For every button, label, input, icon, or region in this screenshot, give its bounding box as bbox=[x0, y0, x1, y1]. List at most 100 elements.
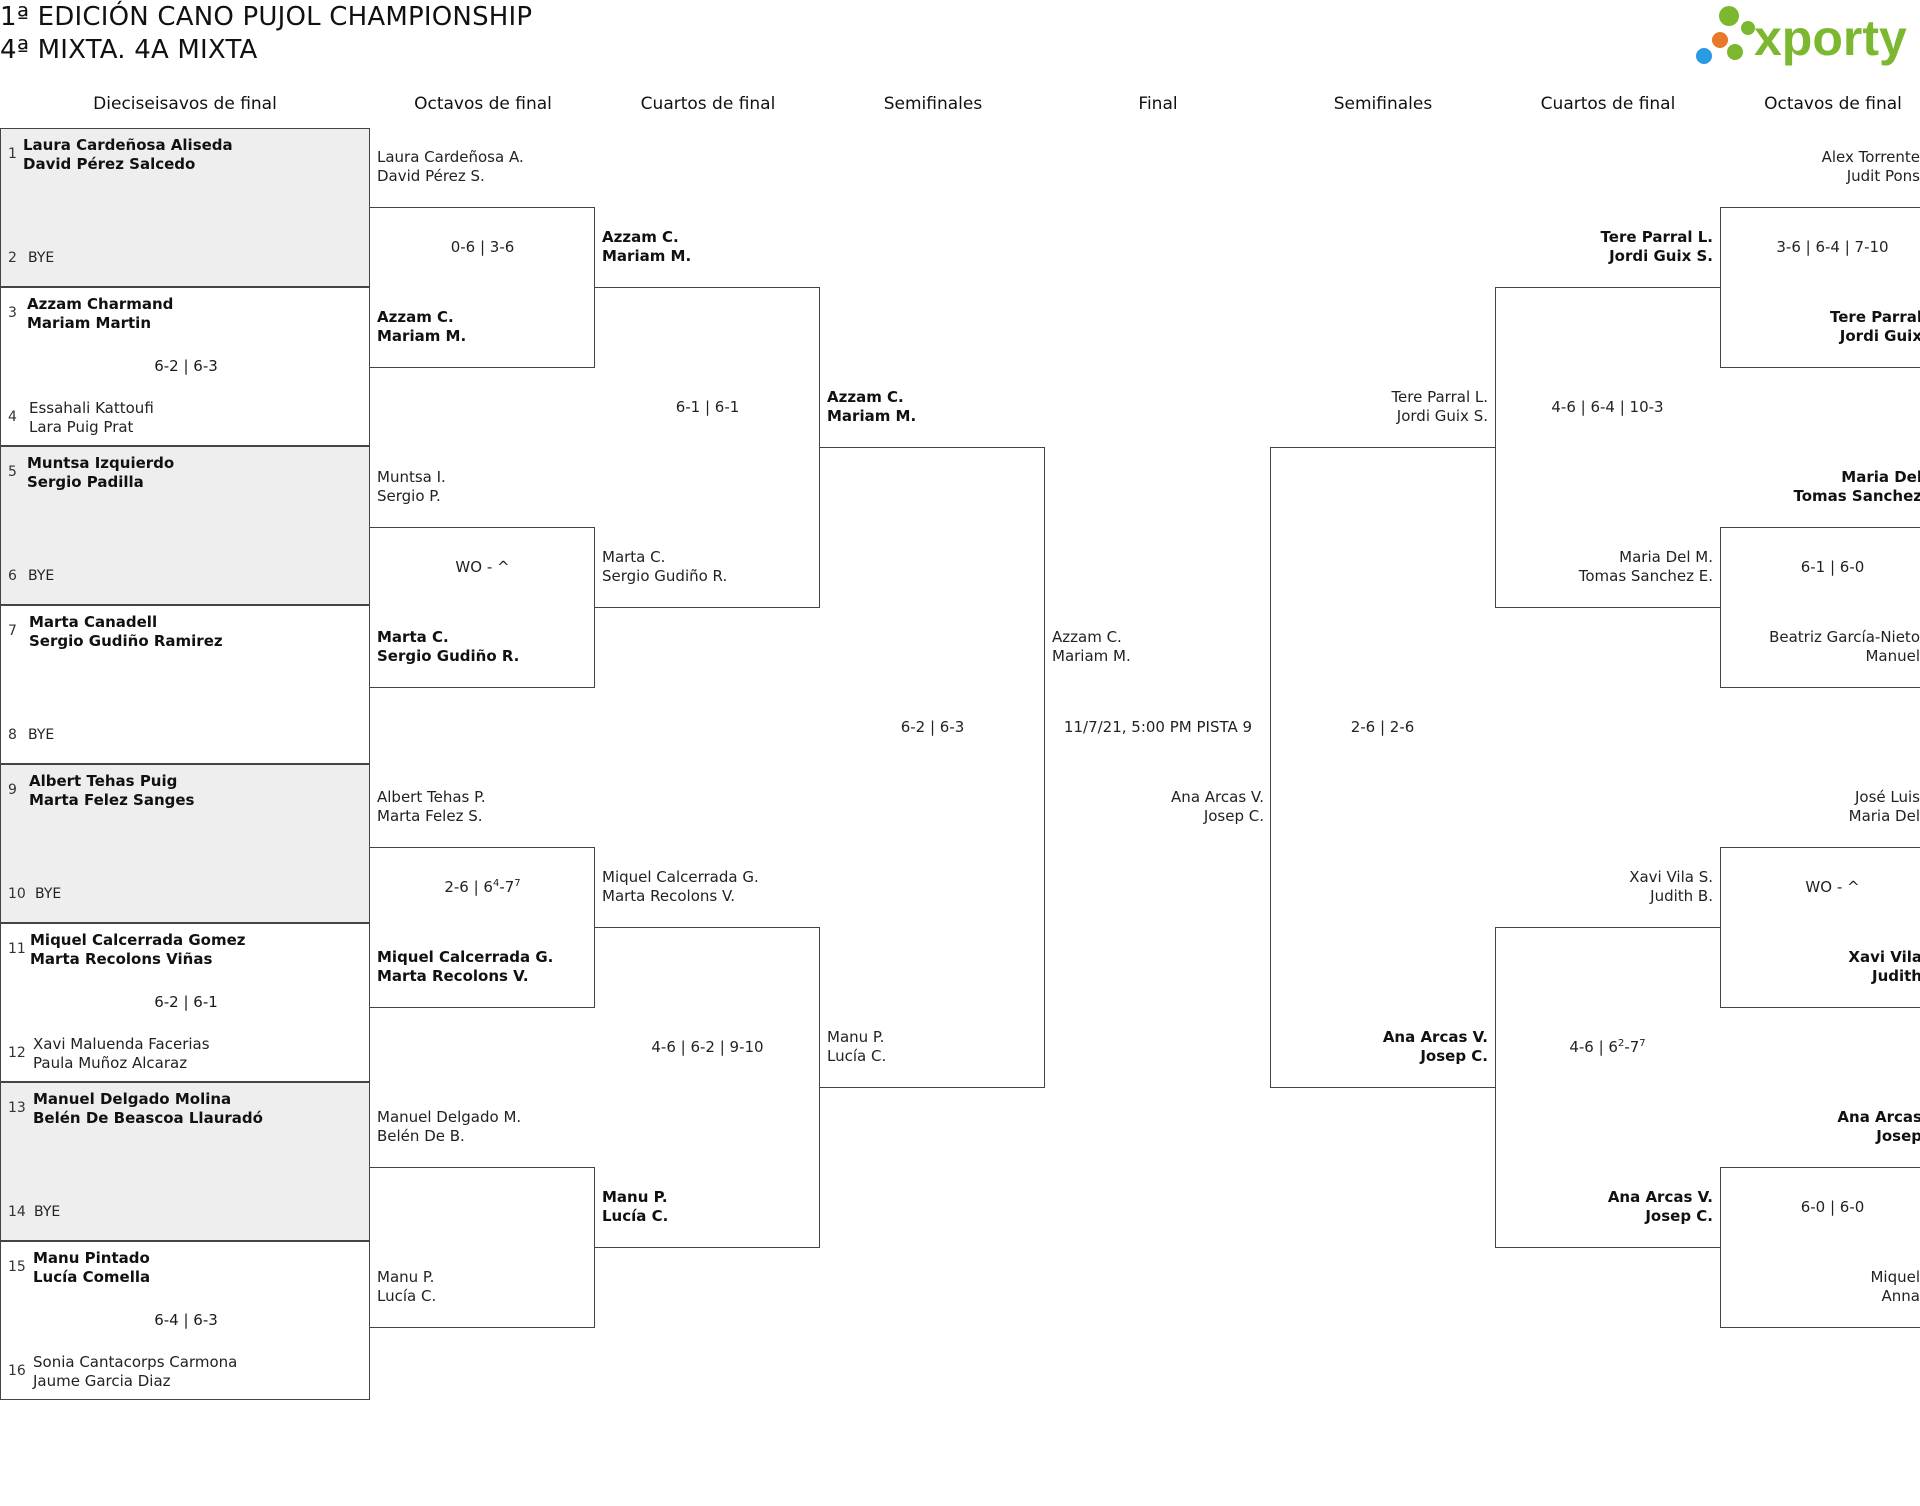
match-score: 2-6 | 2-6 bbox=[1350, 718, 1415, 736]
team-name: Muntsa I.Sergio P. bbox=[377, 468, 446, 505]
header-final: Final bbox=[1138, 94, 1178, 114]
bye-label: BYE bbox=[28, 250, 55, 266]
match-score: 0-6 | 3-6 bbox=[450, 238, 515, 256]
xporty-logo-text: xporty bbox=[1754, 10, 1907, 66]
match-score: 2-6 | 64-77 bbox=[444, 878, 521, 896]
header-qf-right: Cuartos de final bbox=[1540, 94, 1676, 114]
header-sf-right: Semifinales bbox=[1333, 94, 1433, 114]
team-name: Maria Del M.Tomas Sanchez E. bbox=[1578, 548, 1713, 585]
header-qf-left: Cuartos de final bbox=[640, 94, 776, 114]
seed-number: 4 bbox=[8, 409, 17, 425]
team-name: Tere Parral L.Jordi Guix S. bbox=[1391, 388, 1488, 425]
bye-label: BYE bbox=[28, 568, 55, 584]
seed-number: 13 bbox=[8, 1100, 26, 1116]
header-r32: Dieciseisavos de final bbox=[93, 94, 277, 114]
team-name: Marta C.Sergio Gudiño R. bbox=[377, 628, 520, 665]
r16-left-match-1[interactable] bbox=[370, 207, 595, 368]
seed-number: 5 bbox=[8, 464, 17, 480]
r16-right-match-4[interactable] bbox=[1720, 1167, 1920, 1328]
match-score: 4-6 | 6-2 | 9-10 bbox=[651, 1038, 764, 1056]
seed-number: 1 bbox=[8, 146, 17, 162]
qf-left-match-1[interactable] bbox=[595, 287, 820, 608]
sf-left-match[interactable] bbox=[820, 447, 1045, 1088]
header-r16-right: Octavos de final bbox=[1764, 94, 1902, 114]
match-score: WO - ^ bbox=[455, 558, 510, 576]
match-score: 6-2 | 6-3 bbox=[154, 357, 218, 375]
seed-number: 12 bbox=[8, 1045, 26, 1061]
team-name: Azzam C.Mariam M. bbox=[377, 308, 467, 345]
team-name: Ana Arcas V.Josep C. bbox=[1607, 1188, 1713, 1225]
team-name: Manu P.Lucía C. bbox=[827, 1028, 887, 1065]
seed-number: 10 bbox=[8, 886, 26, 902]
match-score: 4-6 | 6-4 | 10-3 bbox=[1551, 398, 1664, 416]
team-name: Miquel Calcerrada G.Marta Recolons V. bbox=[602, 868, 759, 905]
qf-left-match-2[interactable] bbox=[595, 927, 820, 1248]
finalist-right: Ana Arcas V.Josep C. bbox=[1171, 788, 1264, 825]
team-name: Manu P.Lucía C. bbox=[602, 1188, 669, 1225]
team-name: Azzam C.Mariam M. bbox=[827, 388, 917, 425]
bye-label: BYE bbox=[35, 886, 62, 902]
team-name: Laura Cardeñosa A.David Pérez S. bbox=[377, 148, 524, 185]
qf-right-match-1[interactable] bbox=[1495, 287, 1720, 608]
match-score: WO - ^ bbox=[1805, 878, 1860, 896]
final-info: 11/7/21, 5:00 PM PISTA 9 bbox=[1063, 718, 1253, 736]
seed-number: 15 bbox=[8, 1259, 26, 1275]
r16-left-match-4[interactable] bbox=[370, 1167, 595, 1328]
r16-left-match-3[interactable] bbox=[370, 847, 595, 1008]
team-name: Tere Parral L.Jordi Guix S. bbox=[1600, 228, 1713, 265]
seed-number: 14 bbox=[8, 1204, 26, 1220]
header-sf-left: Semifinales bbox=[883, 94, 983, 114]
match-score: 6-2 | 6-1 bbox=[154, 993, 218, 1011]
team-name: Azzam C.Mariam M. bbox=[602, 228, 692, 265]
seed-number: 7 bbox=[8, 623, 17, 639]
qf-right-match-2[interactable] bbox=[1495, 927, 1720, 1248]
seed-number: 3 bbox=[8, 305, 17, 321]
seed-number: 11 bbox=[8, 941, 26, 957]
finalist-left: Azzam C.Mariam M. bbox=[1052, 628, 1131, 665]
seed-number: 9 bbox=[8, 782, 17, 798]
team-name: Ana Arcas V.Josep C. bbox=[1382, 1028, 1488, 1065]
xporty-logo-icon: xporty bbox=[1696, 6, 1907, 66]
team-name: Marta C.Sergio Gudiño R. bbox=[602, 548, 728, 585]
r16-left-match-2[interactable] bbox=[370, 527, 595, 688]
xporty-logo: xporty bbox=[1690, 2, 1920, 72]
sf-right-match[interactable] bbox=[1270, 447, 1495, 1088]
category-title: 4ª MIXTA. 4A MIXTA bbox=[0, 35, 258, 65]
seed-number: 2 bbox=[8, 250, 17, 266]
seed-number: 6 bbox=[8, 568, 17, 584]
team-name: Albert Tehas P.Marta Felez S. bbox=[377, 788, 486, 825]
bye-label: BYE bbox=[34, 1204, 61, 1220]
match-score: 6-1 | 6-0 bbox=[1800, 558, 1865, 576]
match-score: 6-2 | 6-3 bbox=[900, 718, 965, 736]
match-score: 4-6 | 62-77 bbox=[1569, 1038, 1646, 1056]
r16-right-match-3[interactable] bbox=[1720, 847, 1920, 1008]
r16-right-match-2[interactable] bbox=[1720, 527, 1920, 688]
tournament-title: 1ª EDICIÓN CANO PUJOL CHAMPIONSHIP bbox=[0, 2, 533, 32]
r16-right-match-1[interactable] bbox=[1720, 207, 1920, 368]
